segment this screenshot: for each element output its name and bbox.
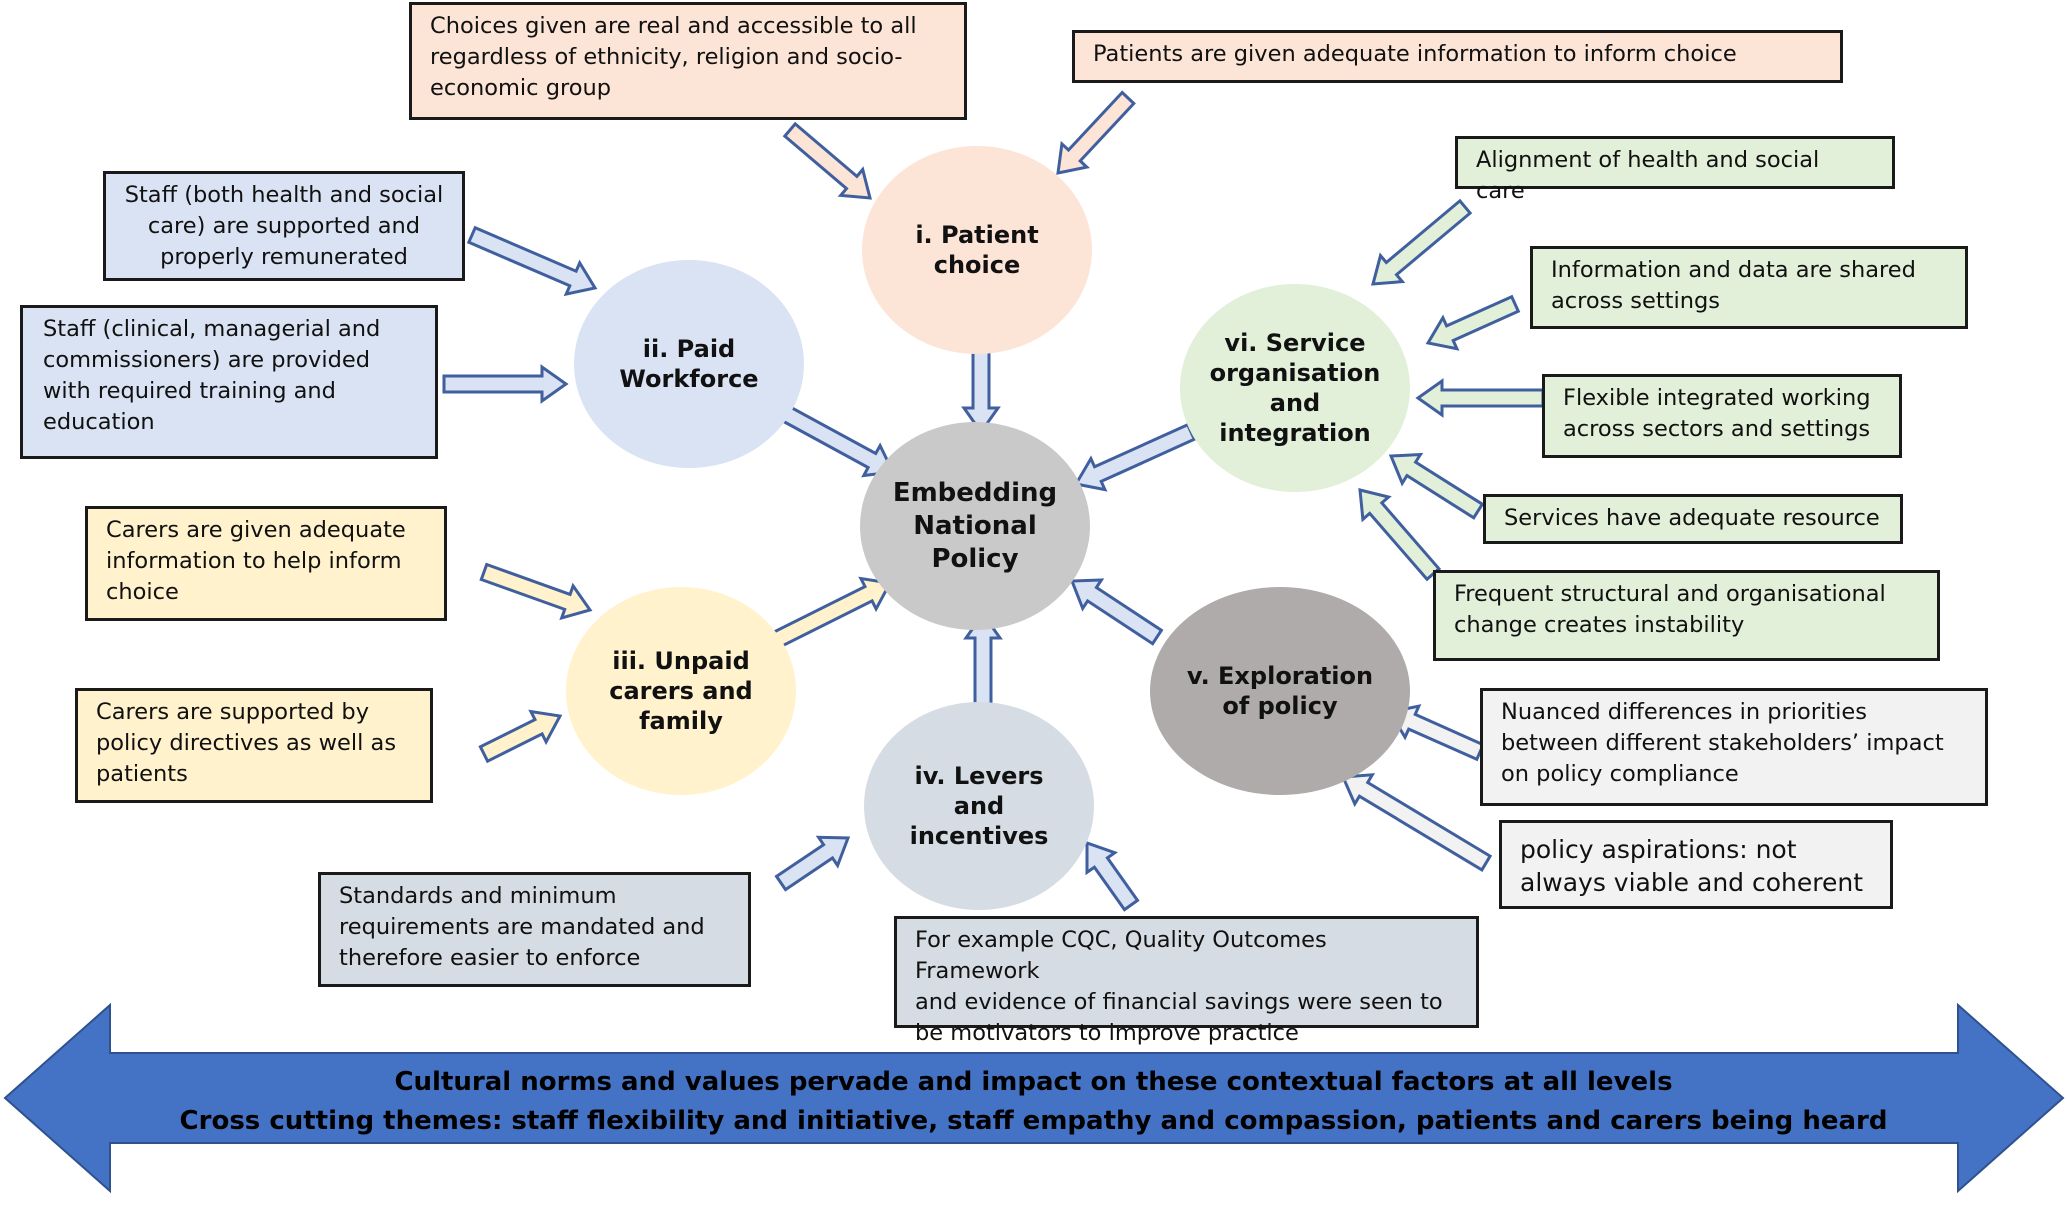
center-node-embedding-national-policy: Embedding National Policy	[860, 422, 1090, 630]
node-patient-choice: i. Patient choice	[862, 146, 1092, 354]
band-line-cultural-norms: Cultural norms and values pervade and im…	[394, 1067, 1673, 1097]
box-choices-real-accessible: Choices given are real and accessible to…	[409, 2, 967, 120]
box-nuanced-differences: Nuanced differences in priorities betwee…	[1480, 688, 1988, 806]
box-staff-training: Staff (clinical, managerial and commissi…	[20, 305, 438, 459]
box-policy-aspirations: policy aspirations: not always viable an…	[1499, 820, 1893, 909]
node-paid-workforce: ii. Paid Workforce	[574, 260, 804, 468]
service-org-to-center-arrow	[1073, 422, 1197, 492]
box-to-levers-arrow-2	[1085, 840, 1140, 912]
box-to-service-org-arrow-1	[1371, 198, 1473, 286]
box-carers-supported: Carers are supported by policy directive…	[75, 688, 433, 803]
box-alignment-health-social-care: Alignment of health and social care	[1455, 136, 1895, 204]
node-service-organisation-integration: vi. Service organisation and integration	[1180, 284, 1410, 492]
box-to-service-org-arrow-4	[1388, 452, 1485, 520]
box-patients-given-information: Patients are given adequate information …	[1072, 30, 1843, 83]
box-to-service-org-arrow-3	[1415, 378, 1545, 418]
paid-workforce-to-center-arrow	[775, 401, 896, 478]
node-exploration-of-policy: v. Exploration of policy	[1150, 587, 1410, 795]
cross-cutting-band-arrow	[3, 1002, 2065, 1194]
box-staff-supported: Staff (both health and social care) are …	[103, 171, 465, 281]
unpaid-carers-to-center-arrow	[770, 576, 893, 650]
box-standards-mandated: Standards and minimum requirements are m…	[318, 872, 751, 987]
box-structural-change-instability: Frequent structural and organisational c…	[1433, 570, 1940, 661]
box-services-adequate-resource: Services have adequate resource	[1483, 494, 1903, 544]
box-to-patient-choice-arrow-1	[782, 121, 872, 200]
box-to-paid-workforce-arrow-2	[442, 364, 569, 404]
box-to-patient-choice-arrow-2	[1056, 90, 1136, 175]
box-to-service-org-arrow-2	[1425, 294, 1521, 351]
box-to-paid-workforce-arrow-1	[466, 225, 598, 297]
box-to-unpaid-carers-arrow-2	[478, 709, 563, 764]
box-to-service-org-arrow-5	[1358, 488, 1442, 582]
box-information-data-shared: Information and data are shared across s…	[1530, 246, 1968, 329]
band-line-cross-cutting-themes: Cross cutting themes: staff flexibility …	[179, 1106, 1888, 1136]
node-unpaid-carers: iii. Unpaid carers and family	[566, 587, 796, 795]
box-to-unpaid-carers-arrow-1	[479, 562, 593, 621]
box-to-exploration-arrow-2	[1340, 773, 1493, 872]
box-flexible-integrated-working: Flexible integrated working across secto…	[1542, 374, 1902, 458]
node-levers-and-incentives: iv. Levers and incentives	[864, 702, 1094, 910]
box-to-levers-arrow-1	[774, 835, 851, 892]
box-cqc-motivators: For example CQC, Quality Outcomes Framew…	[894, 916, 1479, 1046]
exploration-to-center-arrow	[1069, 578, 1164, 646]
box-carers-given-information: Carers are given adequate information to…	[85, 506, 447, 621]
